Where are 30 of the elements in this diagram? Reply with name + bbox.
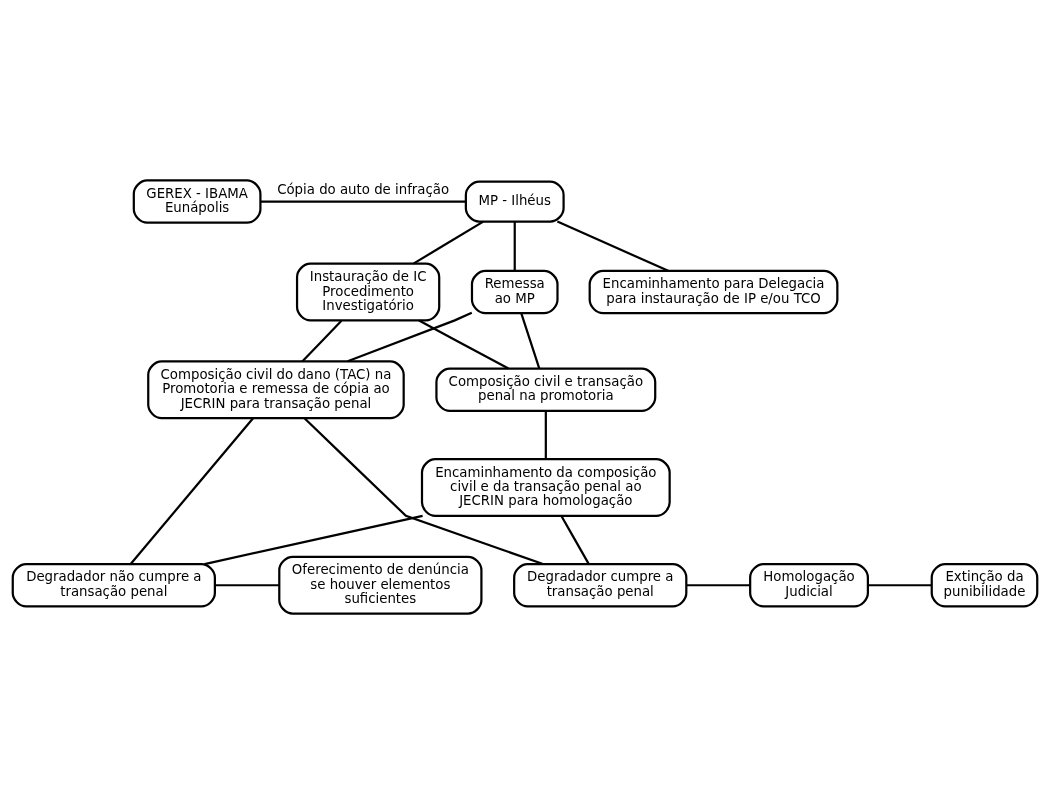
connector bbox=[204, 514, 423, 566]
edge-label: Cópia do auto de infração bbox=[277, 182, 450, 198]
node-box: GEREX - IBAMA Eunápolis bbox=[132, 179, 262, 224]
node-box: Extinção da punibilidade bbox=[930, 563, 1039, 608]
connector bbox=[215, 584, 280, 587]
connector bbox=[260, 200, 466, 203]
connector bbox=[556, 220, 669, 272]
connector bbox=[303, 417, 544, 566]
node-box: Degradador cumpre a transação penal bbox=[513, 563, 688, 608]
connector bbox=[686, 584, 750, 587]
node-box: Encaminhamento da composição civil e da transação penal ao JECRIN para homologação bbox=[420, 458, 671, 517]
node-box: Composição civil do dano (TAC) na Promotoria e remessa de cópia ao JECRIN para transação penal bbox=[147, 360, 405, 420]
connector bbox=[129, 417, 254, 565]
connector bbox=[520, 313, 541, 369]
node-box: Encaminhamento para Delegacia para instauração de IP e/ou TCO bbox=[588, 269, 839, 315]
connector bbox=[412, 220, 484, 265]
connector bbox=[418, 319, 509, 370]
node-box: Degradador não cumpre a transação penal bbox=[11, 563, 216, 608]
connector bbox=[868, 584, 932, 587]
node-box: Oferecimento de denúncia se houver elementos suficientes bbox=[278, 555, 483, 615]
connector bbox=[544, 411, 547, 459]
connector bbox=[513, 221, 516, 271]
node-box: Instauração de IC Procedimento Investigatório bbox=[295, 262, 441, 322]
connector bbox=[347, 311, 473, 363]
node-box: Homologação Judicial bbox=[749, 563, 869, 608]
node-box: Composição civil e transação penal na promotoria bbox=[435, 367, 657, 412]
connector bbox=[560, 515, 590, 565]
node-box: Remessa ao MP bbox=[470, 269, 559, 315]
node-box: MP - Ilhéus bbox=[464, 180, 565, 223]
connector bbox=[301, 320, 343, 363]
